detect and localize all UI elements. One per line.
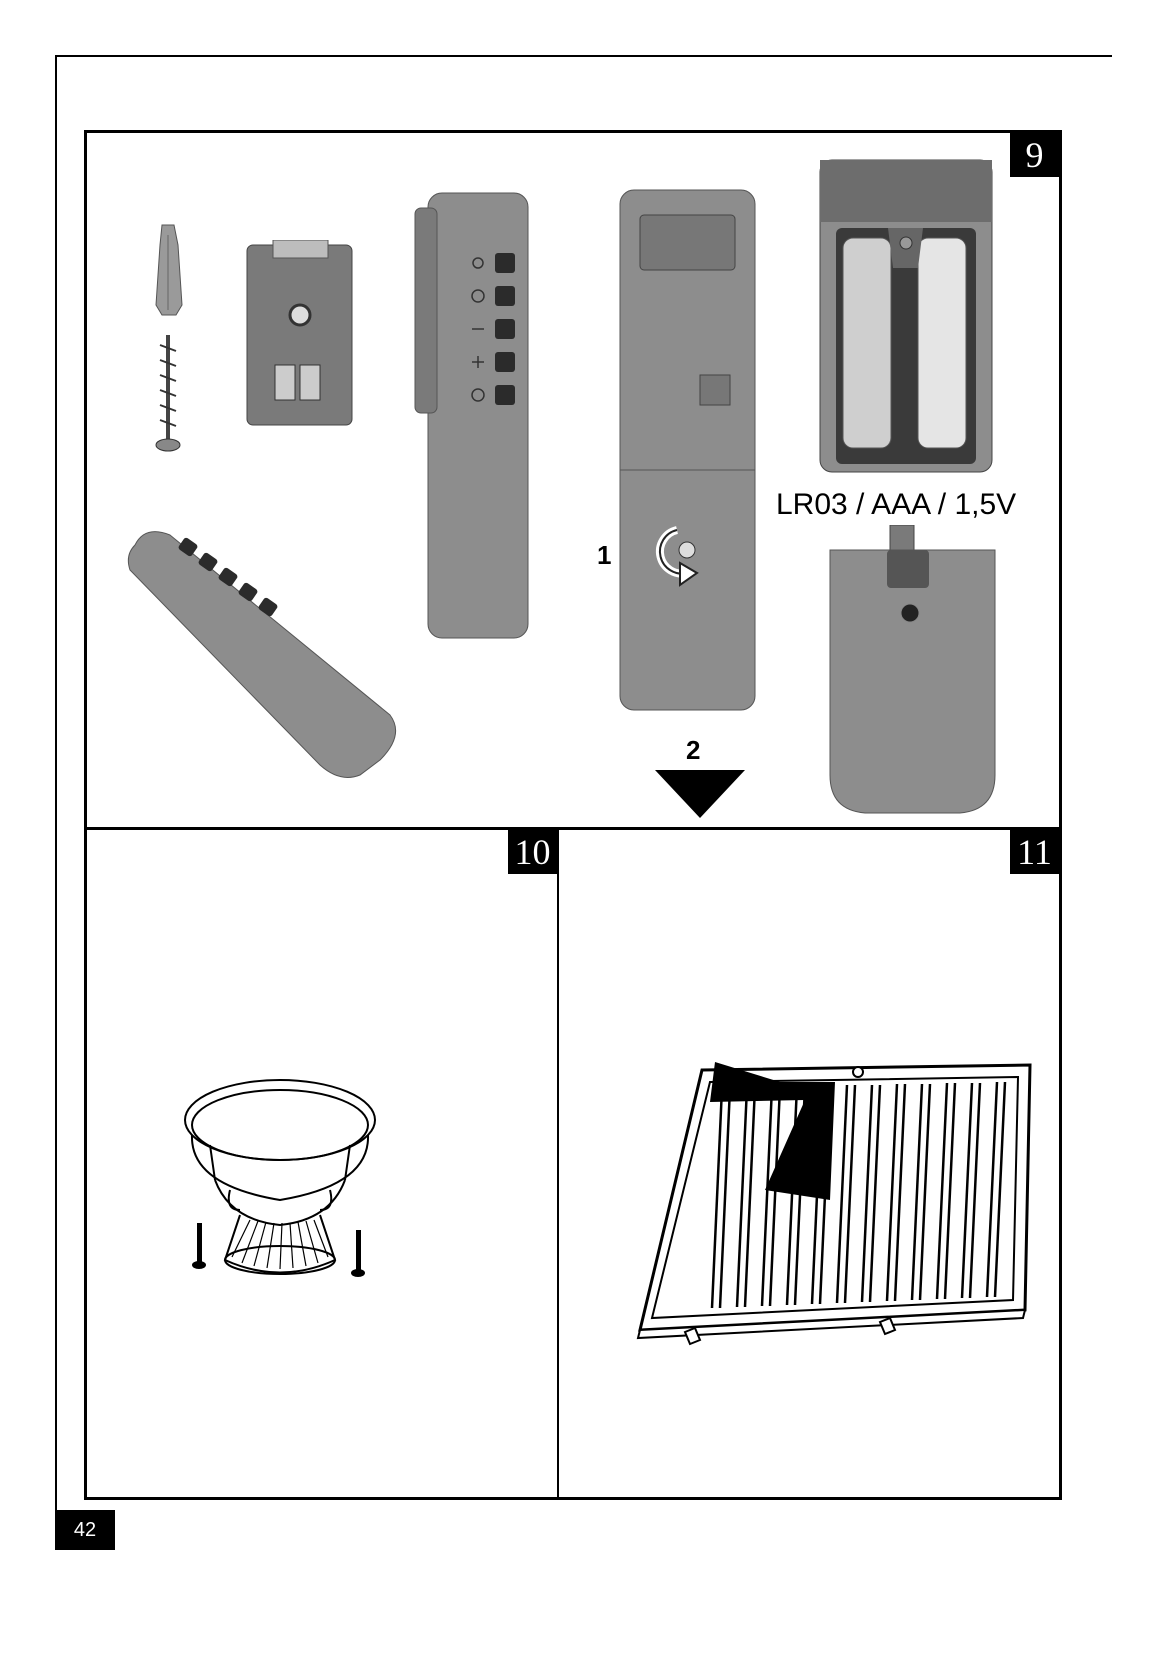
page-number: 42 bbox=[55, 1510, 115, 1550]
battery-type-label: LR03 / AAA / 1,5V bbox=[776, 488, 1017, 521]
grease-filter-removal-illustration bbox=[636, 1062, 1032, 1346]
figure-11-number: 11 bbox=[1010, 830, 1059, 874]
figure-frame bbox=[84, 130, 1062, 1500]
figure-divider-vertical bbox=[557, 827, 559, 1500]
page-rule-top bbox=[55, 55, 1112, 57]
step-2-down-arrow-icon bbox=[655, 770, 745, 818]
page-rule-left bbox=[55, 55, 57, 1550]
figure-9-number: 9 bbox=[1010, 133, 1059, 177]
remote-control-front-illustration bbox=[414, 192, 529, 639]
wall-bracket-illustration bbox=[246, 240, 353, 426]
wall-plug-and-screw-illustration bbox=[155, 224, 183, 452]
battery-cover-illustration bbox=[829, 525, 996, 814]
step-2-label: 2 bbox=[686, 735, 701, 765]
lamp-socket-mounting-illustration bbox=[184, 1079, 376, 1277]
step-1-label: 1 bbox=[597, 540, 612, 570]
figure-divider-horizontal bbox=[84, 827, 1062, 830]
remote-control-back-illustration bbox=[619, 189, 756, 711]
battery-compartment-illustration bbox=[819, 159, 993, 473]
figure-10-number: 10 bbox=[508, 830, 557, 874]
remote-control-lying-illustration bbox=[127, 531, 397, 778]
